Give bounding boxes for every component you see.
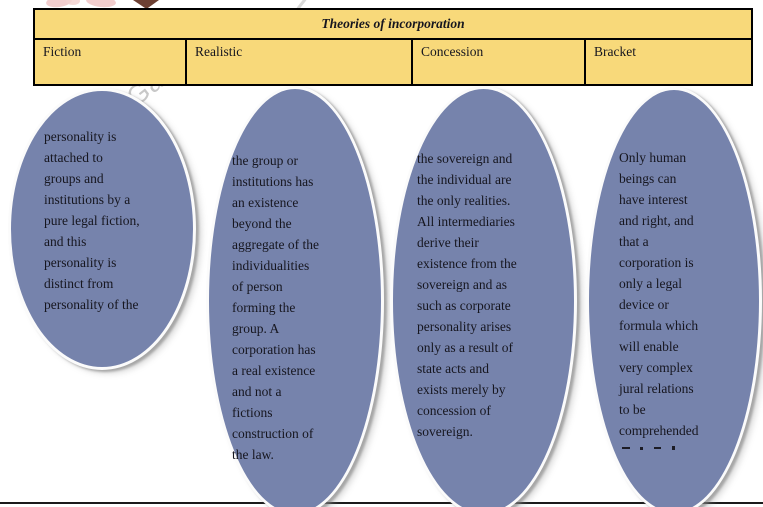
table-title-row: Theories of incorporation (35, 10, 751, 40)
theories-table: Theories of incorporation Fiction Realis… (33, 8, 753, 86)
ellipse-fiction-theory (8, 88, 196, 370)
logo-fragment-pink (66, 0, 80, 5)
ellipse-concession-theory (390, 86, 577, 507)
bracket-theory-text: Only human beings can have interest and … (619, 150, 699, 438)
bottom-rule (0, 502, 763, 504)
ellipse-bracket-theory (586, 87, 762, 507)
header-cell-bracket: Bracket (594, 44, 636, 59)
fiction-theory-text: personality is attached to groups and in… (44, 129, 140, 312)
realistic-theory-text: the group or institutions has an existen… (232, 153, 319, 462)
header-cell-realistic: Realistic (187, 40, 413, 84)
table-header-row: Fiction Realistic Concession Bracket (35, 40, 751, 84)
table-title: Theories of incorporation (321, 16, 465, 31)
logo-fragment-diamond (133, 0, 159, 9)
clipped-text-fragment (622, 446, 686, 450)
concession-theory-text: the sovereign and the individual are the… (417, 151, 517, 439)
ellipse-realistic-theory (206, 86, 384, 507)
header-cell-fiction: Fiction (35, 40, 187, 84)
header-cell-concession: Concession (413, 40, 586, 84)
